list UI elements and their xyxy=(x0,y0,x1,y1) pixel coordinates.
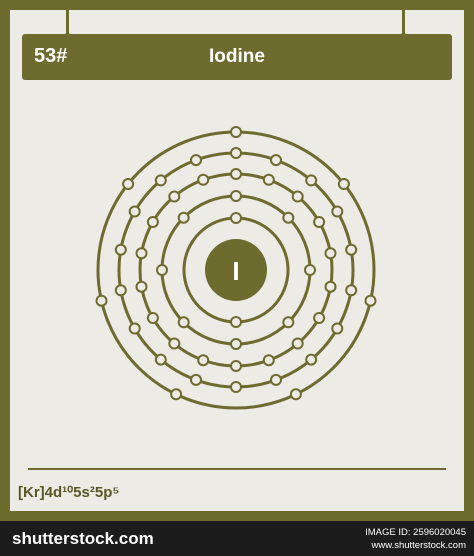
electron xyxy=(177,316,190,329)
electron xyxy=(324,247,337,260)
electron xyxy=(154,174,167,187)
electron xyxy=(170,388,183,401)
electron xyxy=(128,205,141,218)
electron xyxy=(282,316,295,329)
electron xyxy=(331,205,344,218)
electron-configuration: [Kr]4d¹⁰5s²5p⁵ xyxy=(18,484,120,501)
electron xyxy=(177,211,190,224)
electron xyxy=(270,154,282,167)
poster-frame: 53# Iodine I [Kr]4d¹⁰5s²5p⁵ xyxy=(0,0,474,521)
electron xyxy=(230,338,242,350)
electron xyxy=(230,190,242,202)
electron xyxy=(114,284,127,297)
electron xyxy=(230,126,242,138)
electron xyxy=(197,173,210,186)
electron xyxy=(168,337,181,350)
electron xyxy=(313,312,326,324)
nucleus-symbol: I xyxy=(232,256,239,286)
nucleus xyxy=(205,239,267,301)
image-id: IMAGE ID: 2596020045 xyxy=(365,527,466,538)
electron xyxy=(230,381,242,393)
electron xyxy=(135,247,148,260)
electron xyxy=(230,147,242,159)
electron xyxy=(230,360,242,372)
electron xyxy=(305,353,318,366)
electron xyxy=(190,373,202,386)
electron xyxy=(262,354,275,367)
electron xyxy=(331,322,344,335)
electron xyxy=(135,280,148,293)
electron xyxy=(168,190,181,203)
image-meta: IMAGE ID: 2596020045 www.shutterstock.co… xyxy=(365,526,466,552)
electron xyxy=(230,168,242,180)
element-header: 53# Iodine xyxy=(22,34,452,80)
site-url: www.shutterstock.com xyxy=(371,540,467,551)
electron xyxy=(262,173,275,186)
electron xyxy=(190,154,202,167)
electron xyxy=(345,243,358,256)
electron xyxy=(122,178,135,190)
electron xyxy=(289,388,302,401)
electron xyxy=(128,322,141,335)
electron xyxy=(95,294,108,307)
brand-logo-text: shutterstock.com xyxy=(12,529,154,548)
electron xyxy=(291,337,304,350)
atomic-number: 53# xyxy=(34,45,68,67)
electron xyxy=(154,353,167,366)
electron xyxy=(304,264,316,276)
electron xyxy=(345,284,358,297)
electron xyxy=(305,174,318,187)
electron xyxy=(197,354,210,367)
electron xyxy=(364,294,377,307)
electron xyxy=(230,212,242,224)
bohr-model-diagram: I xyxy=(95,126,377,410)
electron xyxy=(291,190,304,203)
electron xyxy=(114,243,127,256)
electron xyxy=(270,373,282,386)
divider-line xyxy=(28,468,446,470)
electron xyxy=(337,178,350,190)
electron xyxy=(146,312,159,324)
stock-footer: shutterstock.com IMAGE ID: 2596020045 ww… xyxy=(0,521,474,556)
electron xyxy=(156,264,168,276)
electron xyxy=(230,316,242,328)
element-name: Iodine xyxy=(209,46,265,67)
electron xyxy=(146,216,159,228)
electron xyxy=(324,280,337,293)
electron xyxy=(282,211,295,224)
electron xyxy=(313,216,326,228)
electrons xyxy=(95,126,377,401)
